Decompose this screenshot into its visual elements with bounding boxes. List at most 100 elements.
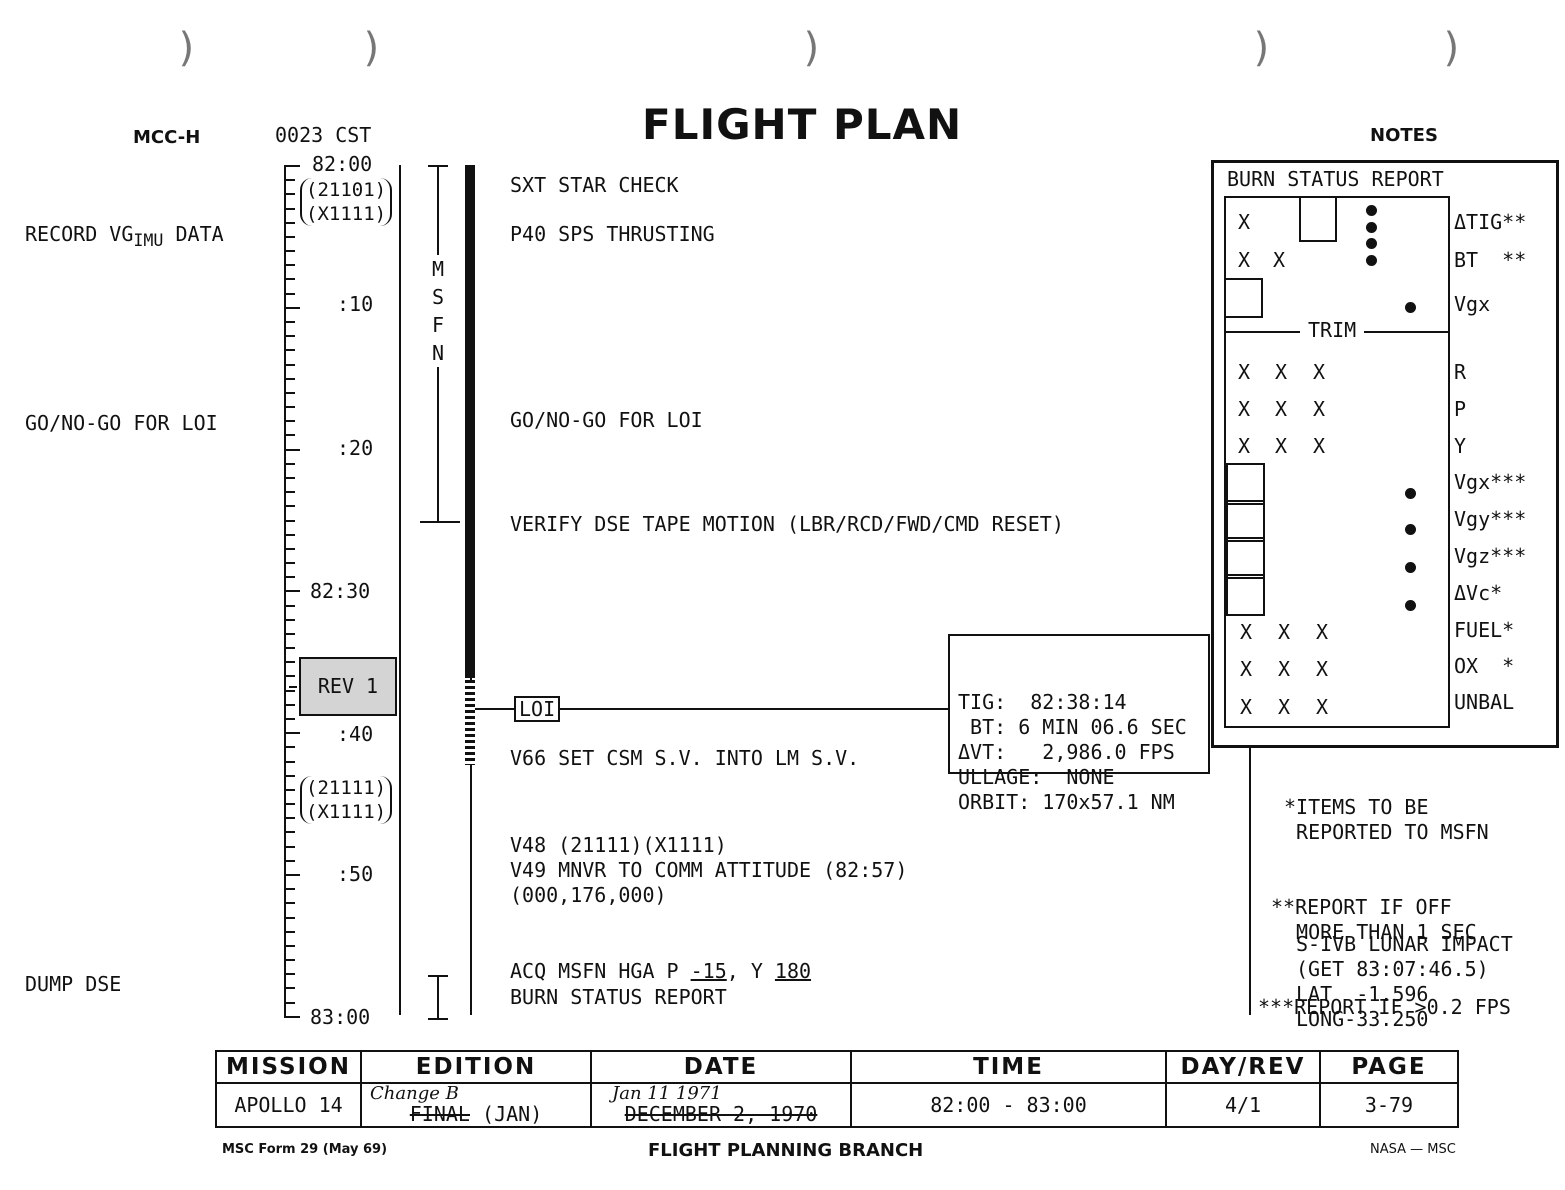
header-edition: EDITION <box>360 1050 592 1084</box>
dot-mark <box>1366 222 1377 233</box>
x-mark: X <box>1278 620 1291 644</box>
ruler-tick <box>286 250 295 253</box>
crew-activity: BURN STATUS REPORT <box>510 985 727 1009</box>
ruler-tick <box>286 505 295 508</box>
entry-box <box>1226 537 1265 579</box>
x-mark: X <box>1275 397 1288 421</box>
ruler-tick <box>286 930 295 933</box>
ruler-tick <box>286 420 295 423</box>
x-mark: X <box>1240 620 1253 644</box>
binder-mark: ) <box>1440 25 1465 71</box>
ruler-tick <box>286 973 295 976</box>
agency-label: NASA — MSC <box>1370 1142 1456 1157</box>
ruler-tick <box>286 817 295 820</box>
x-mark: X <box>1273 248 1286 272</box>
crew-activity: V48 (21111)(X1111) <box>510 833 727 857</box>
x-mark: X <box>1278 657 1291 681</box>
crew-activity: VERIFY DSE TAPE MOTION (LBR/RCD/FWD/CMD … <box>510 512 1064 536</box>
lunar-impact-note: S-IVB LUNAR IMPACT(GET 83:07:46.5)LAT -1… <box>1296 932 1513 1031</box>
time-label: :20 <box>337 436 374 460</box>
ruler-tick <box>286 689 295 692</box>
bsr-row-label: P <box>1454 397 1467 421</box>
ruler-tick <box>286 845 295 848</box>
date-handwritten: Jan 11 1971 <box>612 1083 722 1104</box>
ruler-tick <box>286 391 295 394</box>
time-label: :40 <box>337 722 374 746</box>
binder-mark: ) <box>800 25 825 71</box>
ruler-tick <box>284 874 300 876</box>
trim-label: TRIM <box>1300 318 1365 342</box>
ruler-tick <box>286 349 295 352</box>
ruler-tick <box>286 774 295 777</box>
ruler-tick <box>286 434 295 437</box>
ruler-tick <box>286 547 295 550</box>
entry-box <box>1226 574 1265 616</box>
ruler-tick <box>284 1015 300 1018</box>
ruler-tick <box>286 675 295 678</box>
x-mark: X <box>1313 434 1326 458</box>
x-mark: X <box>1313 397 1326 421</box>
crew-activity: V66 SET CSM S.V. INTO LM S.V. <box>510 746 860 770</box>
ruler-tick <box>286 377 295 380</box>
header-time: TIME <box>850 1050 1167 1084</box>
mission-value: APOLLO 14 <box>215 1082 362 1128</box>
ruler-tick <box>286 462 295 465</box>
ruler-tick <box>286 491 295 494</box>
header-mission: MISSION <box>215 1050 362 1084</box>
x-mark: X <box>1316 657 1329 681</box>
bsr-row-label: ΔTIG** <box>1454 210 1527 234</box>
entry-box <box>1226 500 1265 542</box>
entry-box <box>1226 463 1265 505</box>
binder-mark: ) <box>1250 25 1275 71</box>
notes-divider <box>1249 745 1251 1015</box>
ruler-tick <box>284 306 300 309</box>
mcc-label: MCC-H <box>133 127 201 148</box>
upgrade-codes: (21101)(X1111) <box>300 178 393 226</box>
time-zone-label: 0023 CST <box>275 123 372 147</box>
burn-tailoff <box>465 680 475 765</box>
notes-heading: NOTES <box>1370 125 1438 146</box>
ruler-tick <box>284 732 300 735</box>
dot-mark <box>1405 524 1416 535</box>
x-mark: X <box>1316 620 1329 644</box>
bsr-row-label: BT ** <box>1454 248 1527 272</box>
ruler-tick <box>284 448 300 451</box>
header-date: DATE <box>590 1050 852 1084</box>
x-mark: X <box>1238 434 1251 458</box>
ruler-tick <box>286 760 295 763</box>
header-page: PAGE <box>1319 1050 1459 1084</box>
ruler-tick <box>286 803 295 806</box>
ruler-tick <box>286 647 295 650</box>
entry-box <box>1299 196 1337 242</box>
ruler-tick <box>286 335 295 338</box>
branch-label: FLIGHT PLANNING BRANCH <box>648 1140 924 1161</box>
dot-mark <box>1405 488 1416 499</box>
x-mark: X <box>1240 695 1253 719</box>
burn-status-grid <box>1224 196 1450 728</box>
bracket-cap <box>428 1018 448 1020</box>
bracket-cap <box>420 521 460 523</box>
ground-activity: DUMP DSE <box>25 972 122 996</box>
ruler-tick <box>286 902 295 905</box>
ruler-tick <box>286 193 295 196</box>
binder-mark: ) <box>175 25 200 71</box>
x-mark: X <box>1316 695 1329 719</box>
ruler-tick <box>286 788 295 791</box>
x-mark: X <box>1238 248 1251 272</box>
burn-status-title: BURN STATUS REPORT <box>1227 167 1444 191</box>
crew-activity: ACQ MSFN HGA P -15, Y 180 <box>510 959 812 983</box>
ruler-tick <box>286 916 295 919</box>
x-mark: X <box>1238 397 1251 421</box>
ruler-tick <box>284 165 300 167</box>
bsr-row-label: R <box>1454 360 1467 384</box>
crew-activity: V49 MNVR TO COMM ATTITUDE (82:57) <box>510 858 908 882</box>
dot-mark <box>1366 255 1377 266</box>
bsr-row-label: Y <box>1454 434 1467 458</box>
ground-activity: GO/NO-GO FOR LOI <box>25 411 218 435</box>
bsr-row-label: ΔVc* <box>1454 581 1503 605</box>
binder-mark: ) <box>360 25 385 71</box>
